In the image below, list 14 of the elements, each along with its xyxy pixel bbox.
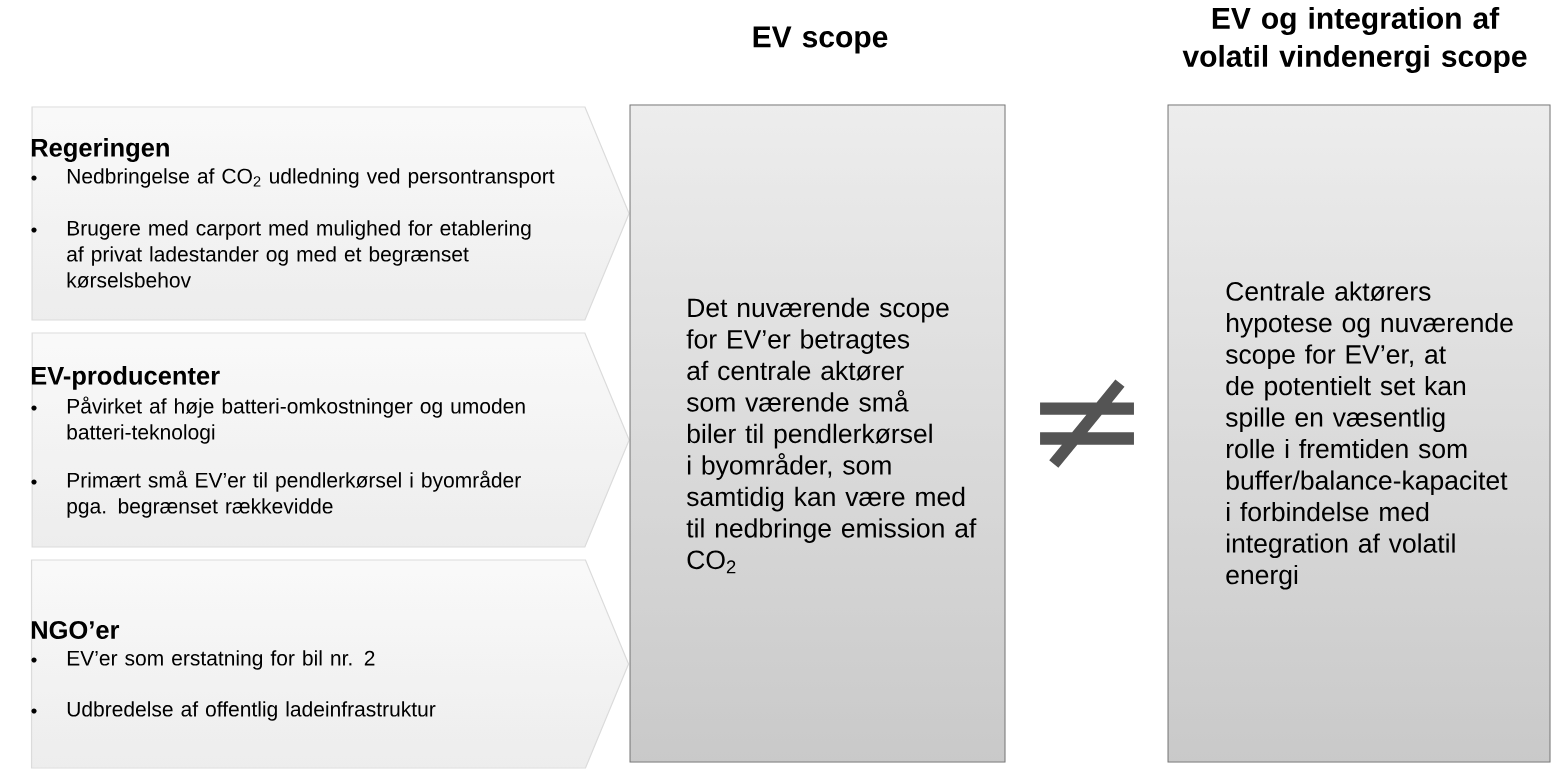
bullet-item: EV’er som erstatning for bil nr. 2	[31, 650, 375, 670]
column-heading: EV og integration af volatil vindenergi scope	[1182, 6, 1527, 74]
bullet-item: Udbredelse af offentlig ladeinfrastruktur	[31, 701, 436, 721]
heading: Regeringen	[31, 138, 169, 162]
not-equal-sign: ≠	[1040, 379, 1134, 468]
bullet-item: Brugere med carport med mulighed for etablering af privat ladestander og med et begrænset kørselsbehov	[31, 220, 531, 288]
scope-text: Centrale aktørers hypotese og nuværende scope for EV’er, at de potentielt set kan spille en væsentlig rolle i fremtiden som buffer/balance-kapacitet i forbindelse med integration af volatil energi	[1225, 281, 1513, 590]
heading: NGO’er	[31, 621, 120, 640]
bullet-item: Primært små EV’er til pendlerkørsel i byområder pga. begrænset rækkevidde	[31, 470, 521, 518]
column-heading: EV scope	[753, 26, 888, 54]
bullet-item: Påvirket af høje batteri-omkostninger og umoden batteri-teknologi	[31, 396, 525, 444]
scope-text: Det nuværende scope for EV’er betragtes af centrale aktører som værende små biler til pendlerkørsel i byområder, som samtidig kan være med til nedbringe emission af CO$_{2}$	[686, 297, 977, 574]
heading: EV-producenter	[31, 366, 220, 390]
bullet-item: Nedbringelse af CO$_{2}$ udledning ved persontransport	[31, 168, 555, 188]
